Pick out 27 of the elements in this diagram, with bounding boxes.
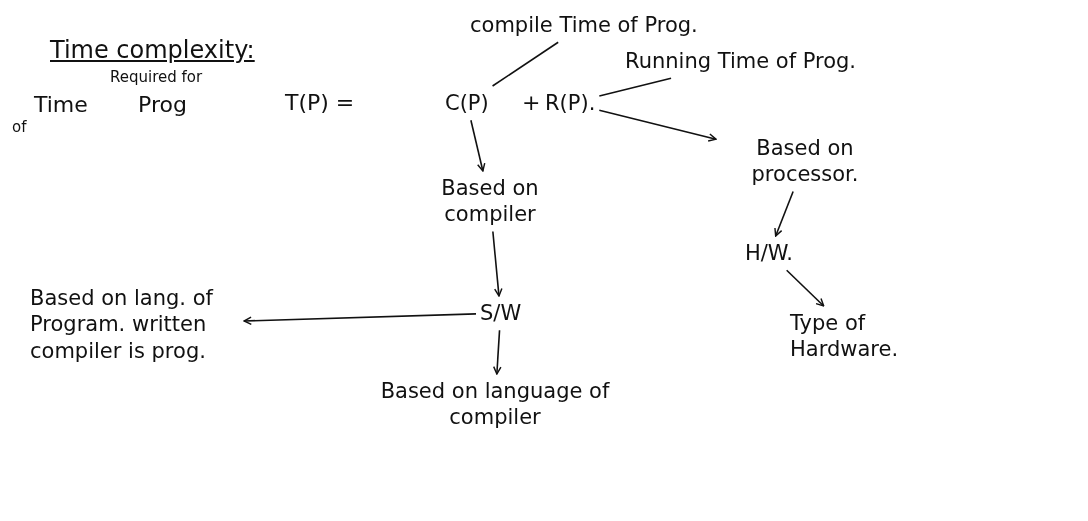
note-text: compile Time of Prog. — [470, 12, 698, 39]
heading: Time complexity: — [50, 36, 255, 65]
formula: T(P) = — [285, 90, 355, 117]
note-text: H/W. — [745, 240, 793, 267]
arrow — [243, 313, 477, 326]
arrow — [598, 109, 717, 142]
note-text: Based on processor. — [720, 135, 890, 188]
word: of — [12, 118, 27, 136]
note-text: C(P) — [445, 90, 489, 117]
note-text: R(P). — [545, 90, 596, 117]
annotation: Required for — [110, 68, 203, 86]
note-text: Based on language of compiler — [370, 378, 620, 431]
note-text: Based on compiler — [440, 175, 540, 228]
leader-line — [598, 77, 672, 97]
word: Time — [34, 92, 88, 119]
leader-line — [491, 41, 559, 87]
arrow — [470, 119, 486, 172]
note-text: Running Time of Prog. — [625, 48, 857, 75]
plus-sign: + — [522, 90, 541, 117]
word: Prog — [138, 92, 187, 119]
note-text: Based on lang. of Program. written compiler is prog. — [30, 285, 240, 364]
arrow — [774, 190, 794, 237]
note-text: Type of Hardware. — [790, 310, 920, 363]
arrow — [493, 329, 502, 375]
arrow — [785, 269, 825, 307]
arrow — [492, 230, 503, 297]
note-text: S/W — [480, 300, 522, 327]
